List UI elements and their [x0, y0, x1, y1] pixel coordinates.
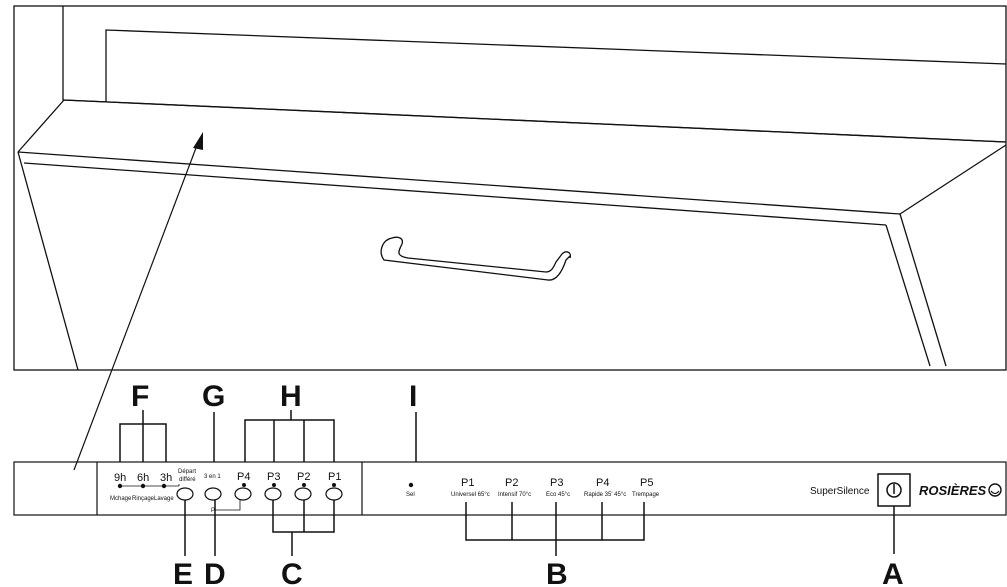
program-name-p1: Universel 65°c	[451, 492, 490, 498]
program-name-p3: Eco 45°c	[546, 492, 570, 498]
door-top-bevel-inner	[17, 151, 901, 215]
program-button-label-p1: P1	[328, 471, 341, 483]
program-name-p5: Trempage	[632, 492, 660, 498]
door-left-edge	[17, 151, 79, 371]
dishwasher-door-illustration	[13, 5, 1007, 371]
delay-start-group: F 9h 6h 3h Mchage Rinçage Lavage Départ …	[110, 380, 196, 502]
phase-label-rincage: Rinçage	[132, 496, 155, 502]
program-list: P1 Universel 65°c P2 Intensif 70°c P3 Ec…	[451, 477, 660, 498]
callout-A: A	[882, 558, 904, 587]
door-pointer-arrow	[73, 132, 203, 471]
program-led-p4	[242, 483, 246, 487]
program-code-p5: P5	[640, 477, 653, 489]
program-code-p1: P1	[461, 477, 474, 489]
program-led-p3	[272, 483, 276, 487]
salt-label: Sel	[406, 492, 415, 498]
delay-hour-6h: 6h	[137, 472, 149, 484]
program-button-label-p2: P2	[297, 471, 310, 483]
illustration-frame	[13, 5, 1007, 371]
program-code-p4: P4	[596, 477, 609, 489]
door-right-edge-inner	[885, 224, 931, 367]
program-button-p2[interactable]	[294, 487, 312, 501]
delay-start-label-1: Départ	[178, 469, 196, 475]
callout-F: F	[131, 380, 149, 413]
callout-C: C	[281, 558, 303, 587]
p-marker-label: P	[211, 508, 215, 514]
program-name-p2: Intensif 70°c	[498, 492, 531, 498]
callout-H: H	[280, 380, 302, 413]
program-led-p1	[332, 483, 336, 487]
phase-label-lavage: Lavage	[154, 496, 174, 502]
door-recess-outline	[105, 29, 1007, 102]
control-panel-outline	[13, 461, 1007, 516]
power-group: A	[877, 473, 911, 587]
delay-start-button[interactable]	[176, 487, 194, 501]
program-name-p4: Rapide 35' 45°c	[584, 492, 626, 498]
door-front-top-edge	[23, 162, 887, 226]
delay-led-6h	[140, 483, 146, 489]
option-3in1-label: 3 en 1	[204, 474, 221, 480]
callout-D-group: P D	[204, 500, 241, 587]
delay-led-3h	[161, 483, 167, 489]
program-buttons-group: H P4 P3 P2 P1	[234, 380, 343, 501]
program-code-p2: P2	[505, 477, 518, 489]
salt-indicator-group: I Sel	[406, 380, 417, 498]
power-icon	[886, 482, 902, 498]
brand-emblem-icon	[988, 483, 1002, 497]
callout-B-group: B	[465, 502, 645, 587]
delay-hour-9h: 9h	[114, 472, 126, 484]
callout-D: D	[204, 558, 226, 587]
door-handle	[380, 236, 572, 281]
callout-B: B	[546, 558, 568, 587]
salt-led	[408, 482, 414, 488]
program-button-p1[interactable]	[325, 487, 343, 501]
model-label: SuperSilence	[810, 486, 870, 497]
control-panel	[13, 461, 1007, 516]
door-top-bevel	[17, 99, 1007, 153]
door-right-corner	[899, 144, 1007, 215]
callout-E: E	[173, 558, 193, 587]
option-3in1-group: G 3 en 1	[202, 380, 225, 501]
program-code-p3: P3	[550, 477, 563, 489]
brand-logo-text: ROSIÈRES	[919, 483, 987, 498]
delay-start-label-2: différé	[179, 477, 196, 483]
program-button-label-p4: P4	[237, 471, 250, 483]
callout-G: G	[202, 380, 225, 413]
phase-label-mchage: Mchage	[110, 496, 132, 502]
callout-E-group: E	[173, 500, 193, 587]
program-button-label-p3: P3	[267, 471, 280, 483]
delay-hour-3h: 3h	[160, 472, 172, 484]
program-led-p2	[302, 483, 306, 487]
callout-C-group: C	[272, 500, 335, 587]
program-button-p4[interactable]	[234, 487, 252, 501]
callout-I: I	[409, 380, 417, 413]
door-right-edge	[899, 213, 947, 367]
program-button-p3[interactable]	[264, 487, 282, 501]
delay-led-9h	[117, 483, 123, 489]
option-3in1-button[interactable]	[204, 487, 222, 501]
